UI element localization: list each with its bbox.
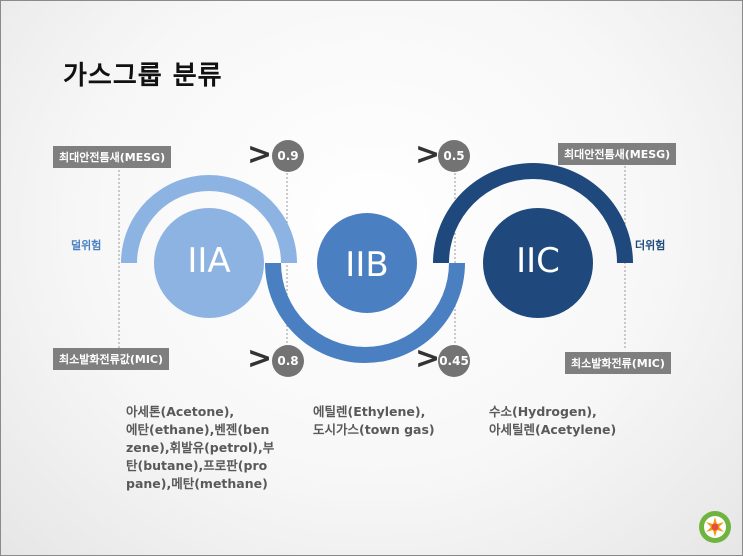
label-iib: IIB	[345, 245, 389, 285]
tag-mic-left: 최소발화전류값(MIC)	[53, 348, 170, 370]
gt-icon: >	[415, 341, 441, 376]
gt-icon: >	[247, 341, 273, 376]
label-iic: IIC	[516, 241, 560, 281]
gt-icon: >	[415, 137, 441, 172]
list-item: 도시가스(town gas)	[313, 422, 435, 437]
page-title: 가스그룹 분류	[63, 61, 223, 91]
circle-iia	[154, 208, 264, 318]
mesg-threshold-1: 0.9	[272, 140, 304, 172]
list-item: 수소(Hydrogen),	[489, 404, 597, 419]
list-item: 아세톤(Acetone),	[126, 404, 235, 419]
gt-icon: >	[247, 137, 273, 172]
list-item: 에탄(ethane),벤젠(ben	[126, 422, 270, 437]
list-item: 아세틸렌(Acetylene)	[489, 422, 617, 437]
logo-icon	[699, 511, 731, 543]
arc-iib	[265, 263, 465, 363]
mic-threshold-1: 0.8	[272, 345, 304, 377]
side-less-dangerous: 덜위험	[71, 239, 102, 252]
tag-mic-right: 최소발화전류(MIC)	[565, 352, 671, 374]
circle-iib	[317, 213, 417, 313]
side-more-dangerous: 더위험	[635, 239, 666, 252]
label-iia: IIA	[187, 241, 231, 281]
arc-iia	[121, 175, 297, 263]
list-item: 에틸렌(Ethylene),	[313, 404, 426, 419]
tag-mesg-left: 최대안전틈새(MESG)	[53, 146, 172, 168]
list-item: 탄(butane),프로판(pro	[126, 458, 268, 473]
mic-threshold-2: 0.45	[438, 345, 470, 377]
list-item: zene),휘발유(petrol),부	[126, 440, 275, 455]
list-item: pane),메탄(methane)	[126, 476, 268, 491]
circle-iic	[483, 208, 593, 318]
gas-list-iic: 수소(Hydrogen), 아세틸렌(Acetylene)	[489, 403, 616, 439]
gas-list-iib: 에틸렌(Ethylene), 도시가스(town gas)	[313, 403, 435, 439]
mesg-threshold-2: 0.5	[438, 140, 470, 172]
tag-mesg-right: 최대안전틈새(MESG)	[558, 143, 677, 165]
gas-list-iia: 아세톤(Acetone), 에탄(ethane),벤젠(ben zene),휘발…	[126, 403, 274, 493]
arc-iic	[433, 163, 633, 263]
